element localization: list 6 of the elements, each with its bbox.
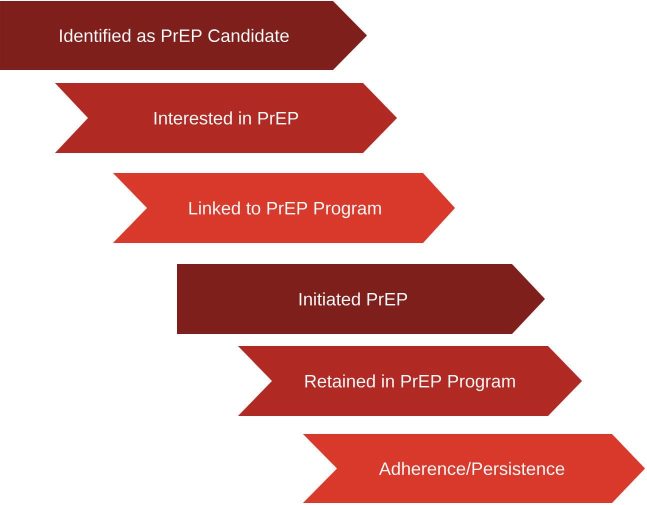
chevron-box: Linked to PrEP Program: [113, 173, 455, 243]
chevron-box: Adherence/Persistence: [303, 434, 645, 503]
chevron-box: Interested in PrEP: [55, 83, 397, 153]
chevron-box: Retained in PrEP Program: [238, 346, 582, 416]
arrow-box: Initiated PrEP: [177, 264, 545, 334]
arrow-box: Identified as PrEP Candidate: [0, 1, 367, 70]
